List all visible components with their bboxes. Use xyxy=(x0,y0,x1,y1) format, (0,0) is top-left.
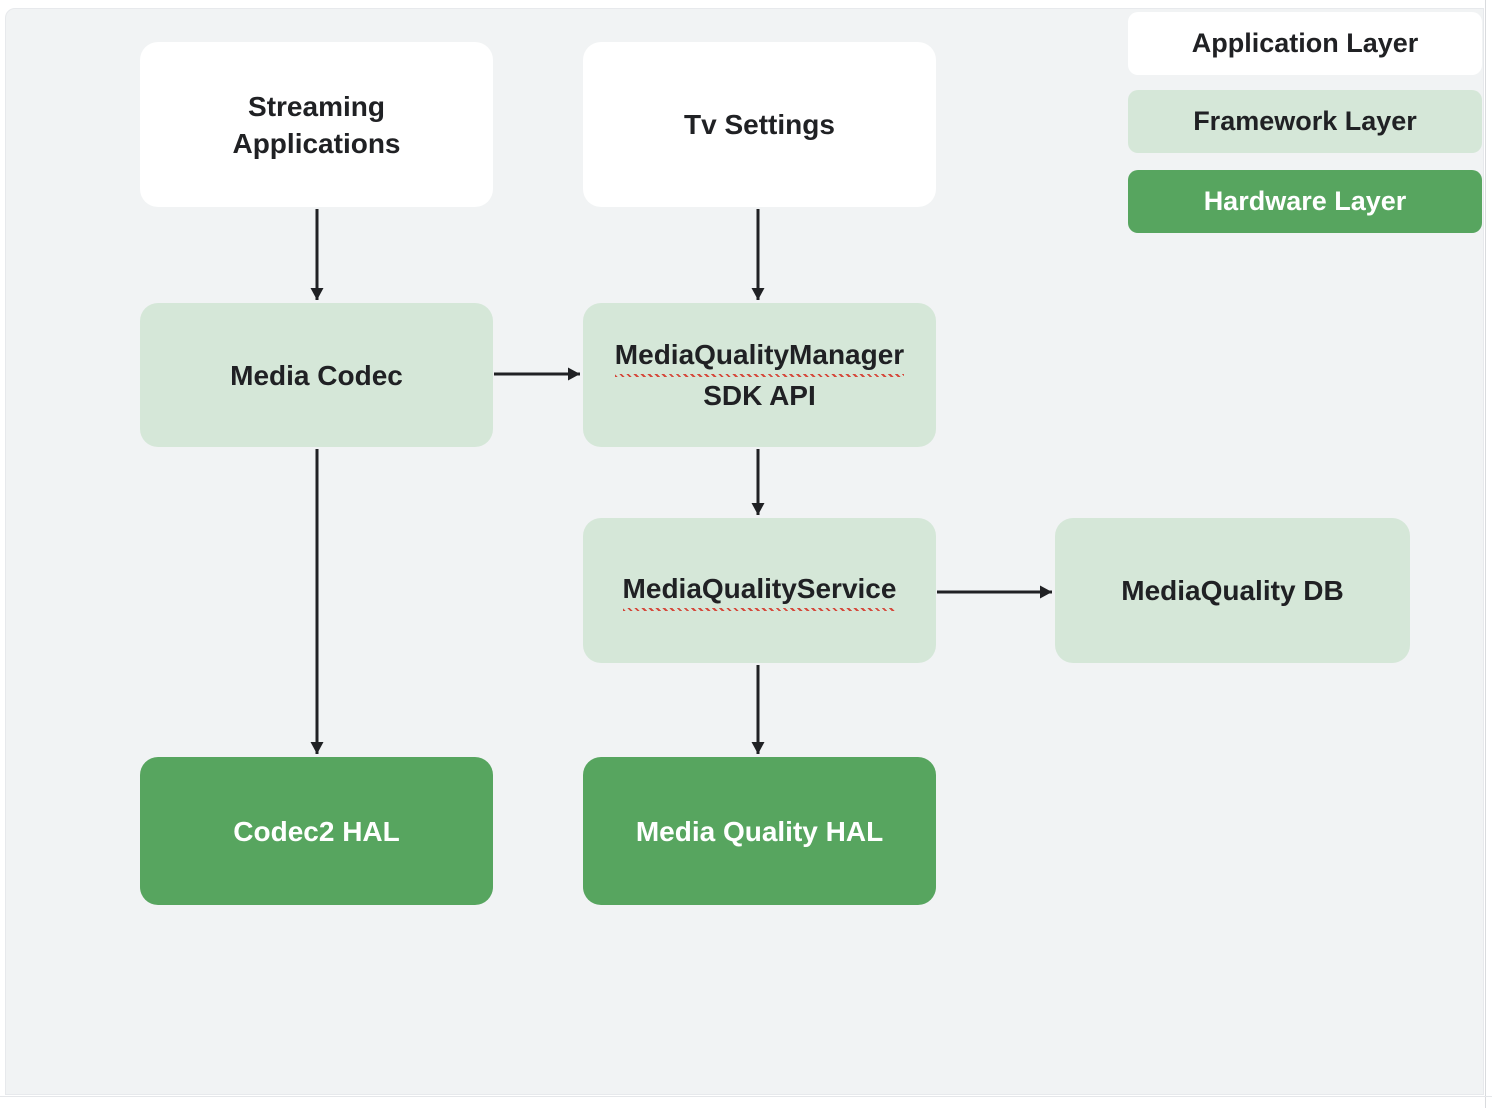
node-label: SDK API xyxy=(703,380,816,411)
node-label: Applications xyxy=(232,127,401,159)
node-label: Media Codec xyxy=(230,359,403,391)
node-label: MediaQuality DB xyxy=(1121,575,1344,606)
node-mediaquality-db: MediaQuality DB xyxy=(1055,518,1410,663)
legend-application-layer: Application Layer xyxy=(1128,12,1482,75)
node-streaming-applications: Streaming Applications xyxy=(140,42,493,207)
node-tv-settings: Tv Settings xyxy=(583,42,936,207)
node-label-spellchecked: MediaQualityService xyxy=(622,570,897,611)
node-mediaqualityservice: MediaQualityService xyxy=(583,518,936,663)
node-codec2-hal: Codec2 HAL xyxy=(140,757,493,905)
legend-label: Framework Layer xyxy=(1193,106,1417,136)
node-media-codec: Media Codec xyxy=(140,303,493,447)
node-media-quality-hal: Media Quality HAL xyxy=(583,757,936,905)
legend-label: Application Layer xyxy=(1191,28,1419,58)
legend-framework-layer: Framework Layer xyxy=(1128,90,1482,153)
node-mediaqualitymanager-sdk-api: MediaQualityManager SDK API xyxy=(583,303,936,447)
legend-hardware-layer: Hardware Layer xyxy=(1128,170,1482,233)
bottom-edge-divider xyxy=(0,1096,1492,1097)
legend-label: Hardware Layer xyxy=(1203,186,1407,216)
right-edge-divider xyxy=(1485,0,1486,1108)
node-label: Media Quality HAL xyxy=(635,815,884,847)
node-label-spellchecked: MediaQualityManager xyxy=(614,336,905,377)
node-label: Codec2 HAL xyxy=(233,815,400,847)
node-label: Streaming xyxy=(248,90,385,122)
node-label: Tv Settings xyxy=(684,109,835,140)
